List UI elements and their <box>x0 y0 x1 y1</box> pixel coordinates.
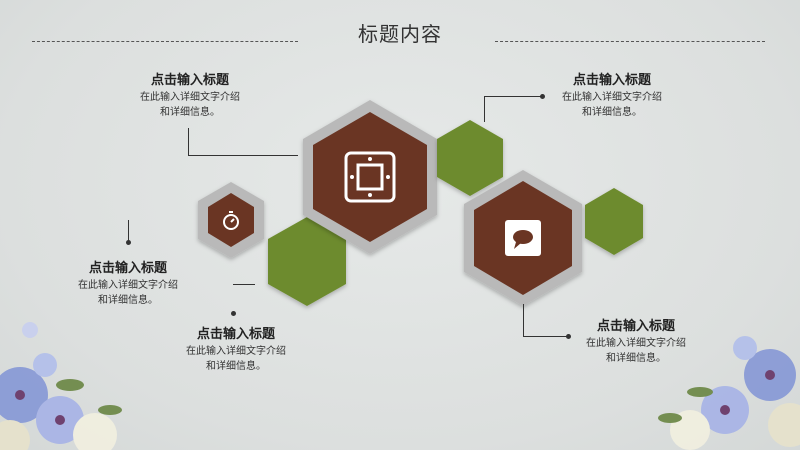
text-block-top-right[interactable]: 点击输入标题 在此输入详细文字介绍 和详细信息。 <box>532 72 692 120</box>
connector-dot <box>126 240 131 245</box>
hexagon-brown-large <box>313 112 427 242</box>
block-heading: 点击输入标题 <box>572 73 651 88</box>
text-block-top-left[interactable]: 点击输入标题 在此输入详细文字介绍 和详细信息。 <box>110 72 270 120</box>
block-body-line2: 和详细信息。 <box>160 107 220 118</box>
block-heading: 点击输入标题 <box>88 261 167 276</box>
connector-dot <box>540 94 545 99</box>
block-heading: 点击输入标题 <box>596 319 675 334</box>
floral-decoration-right <box>658 336 800 450</box>
hexagon-green-2 <box>437 120 503 196</box>
block-body-line1: 在此输入详细文字介绍 <box>562 92 662 103</box>
title-divider-left <box>32 41 298 42</box>
slide-title[interactable]: 标题内容 <box>358 22 442 46</box>
text-block-bottom-right[interactable]: 点击输入标题 在此输入详细文字介绍 和详细信息。 <box>556 318 716 366</box>
connector-line <box>484 96 485 122</box>
block-body-line2: 和详细信息。 <box>582 107 642 118</box>
block-body-line1: 在此输入详细文字介绍 <box>78 280 178 291</box>
hexagon-green-3 <box>585 188 643 255</box>
connector-dot <box>566 334 571 339</box>
block-body-line2: 和详细信息。 <box>206 361 266 372</box>
block-body-line2: 和详细信息。 <box>98 295 158 306</box>
block-heading: 点击输入标题 <box>150 73 229 88</box>
hexagon-brown-small <box>208 193 254 247</box>
connector-line <box>128 220 129 242</box>
connector-line <box>188 128 189 155</box>
connector-dot <box>231 311 236 316</box>
text-block-middle-left[interactable]: 点击输入标题 在此输入详细文字介绍 和详细信息。 <box>48 260 208 308</box>
text-block-bottom-center[interactable]: 点击输入标题 在此输入详细文字介绍 和详细信息。 <box>156 326 316 374</box>
connector-line <box>484 96 542 97</box>
floral-decoration-left <box>0 322 122 450</box>
block-body-line1: 在此输入详细文字介绍 <box>140 92 240 103</box>
block-body-line2: 和详细信息。 <box>606 353 666 364</box>
connector-line <box>188 155 298 156</box>
block-heading: 点击输入标题 <box>196 327 275 342</box>
stopwatch-icon <box>223 211 239 230</box>
connector-line <box>523 336 568 337</box>
connector-line <box>523 304 524 336</box>
chat-stamp-icon <box>505 220 541 256</box>
hexagon-green-1 <box>268 217 346 306</box>
title-divider-right <box>495 41 765 42</box>
block-body-line1: 在此输入详细文字介绍 <box>186 346 286 357</box>
square-frame-icon <box>344 151 396 203</box>
connector-line <box>233 284 255 285</box>
block-body-line1: 在此输入详细文字介绍 <box>586 338 686 349</box>
